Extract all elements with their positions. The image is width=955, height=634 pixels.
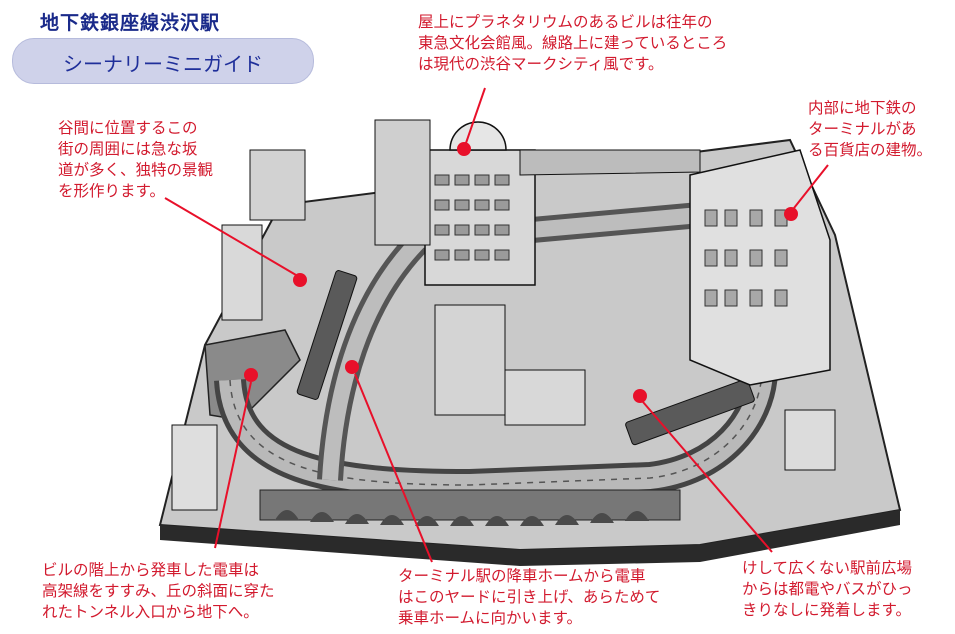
left-office (249, 149, 306, 221)
right-front-building (784, 409, 836, 471)
department-store (689, 149, 831, 386)
marker-valley (293, 273, 307, 287)
viaduct-arches (259, 489, 681, 521)
marker-yard (345, 360, 359, 374)
planetarium-building (424, 149, 536, 286)
subtitle-pill: シーナリーミニガイド (12, 38, 314, 84)
train-left (296, 270, 358, 400)
note-department-store: 内部に地下鉄の ターミナルがあ る百貨店の建物。 (808, 99, 933, 159)
note-plaza: けして広くない駅前広場 からは都電やバスがひっ きりなしに発着します。 (742, 559, 913, 619)
markers (244, 142, 798, 403)
leader-lines (164, 87, 829, 563)
diorama-base-front (160, 510, 900, 566)
note-tunnel: ビルの階上から発車した電車は 高架線をすすみ、丘の斜面に穿た れたトンネル入口か… (42, 561, 275, 621)
subtitle-label: シーナリーミニガイド (63, 52, 263, 76)
note-valley: 谷間に位置するこの 街の周囲には急な坂 道が多く、独特の景観 を形作ります。 (58, 119, 214, 200)
left-tall-building (374, 119, 431, 246)
marker-tunnel (244, 368, 258, 382)
station-building (504, 369, 586, 426)
marker-planetarium (457, 142, 471, 156)
left-apartments (221, 224, 263, 321)
note-yard: ターミナル駅の降車ホームから電車 はこのヤードに引き上げ、あらためて 乗車ホーム… (398, 567, 661, 627)
train-right (625, 378, 755, 446)
center-building (434, 304, 506, 416)
marker-department-store (784, 207, 798, 221)
page-title: 地下鉄銀座線渋沢駅 (40, 12, 221, 34)
marker-plaza (633, 389, 647, 403)
note-planetarium: 屋上にプラネタリウムのあるビルは往年の 東急文化会館風。線路上に建っているところ… (418, 13, 728, 73)
skyway-bridge (519, 149, 701, 176)
front-left-building (171, 424, 218, 511)
